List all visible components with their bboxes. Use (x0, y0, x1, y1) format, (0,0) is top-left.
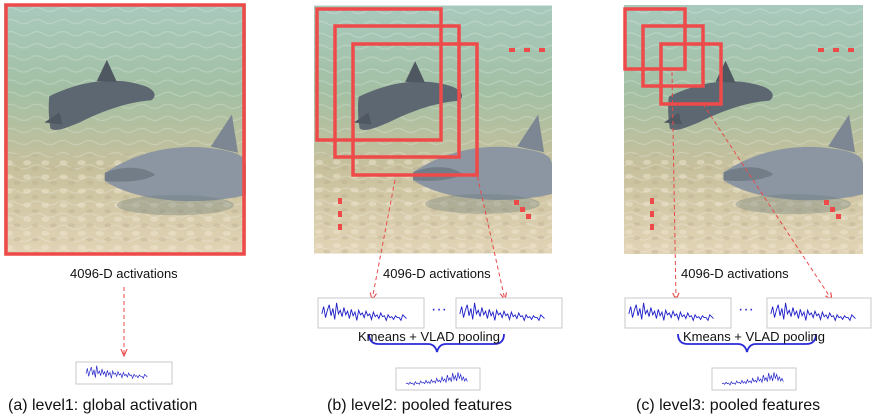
panel-b (314, 5, 563, 391)
feature-frame-c2 (766, 297, 872, 329)
caption-c: (c) level3: pooled features (636, 397, 821, 414)
caption-b: (b) level2: pooled features (327, 397, 512, 414)
feature-frame-b3 (395, 367, 481, 391)
pooling-label-b: Kmeans + VLAD pooling (358, 329, 501, 344)
activation-label-a: 4096-D activations (70, 266, 178, 281)
activation-label-b: 4096-D activations (383, 266, 491, 281)
continuation-dots-c (650, 48, 854, 230)
pooling-label-c: Kmeans + VLAD pooling (683, 329, 826, 344)
dashed-arrow-b2 (475, 169, 505, 300)
caption-a: (a) level1: global activation (8, 397, 198, 414)
curly-brace-c (677, 333, 817, 353)
window-box-b3 (351, 42, 479, 177)
dashed-arrow-b1 (372, 179, 396, 300)
panel-c (623, 5, 872, 391)
ellipsis-b: ··· (431, 301, 447, 318)
feature-frame-c3 (711, 367, 797, 391)
dashed-arrow-c1 (671, 71, 676, 300)
dolphin-photo-a (4, 3, 246, 256)
window-box-b1 (315, 7, 443, 142)
curly-brace-b (368, 333, 505, 353)
window-box-c3 (659, 42, 723, 106)
window-box-c2 (641, 24, 705, 88)
global-window-box (4, 3, 246, 256)
feature-frame-a (75, 361, 173, 385)
window-box-c1 (623, 7, 687, 71)
activation-label-c: 4096-D activations (681, 266, 789, 281)
panel-a (4, 3, 246, 385)
window-box-b2 (333, 24, 461, 159)
continuation-dots-b (338, 48, 545, 230)
ellipsis-c: ··· (738, 301, 754, 318)
